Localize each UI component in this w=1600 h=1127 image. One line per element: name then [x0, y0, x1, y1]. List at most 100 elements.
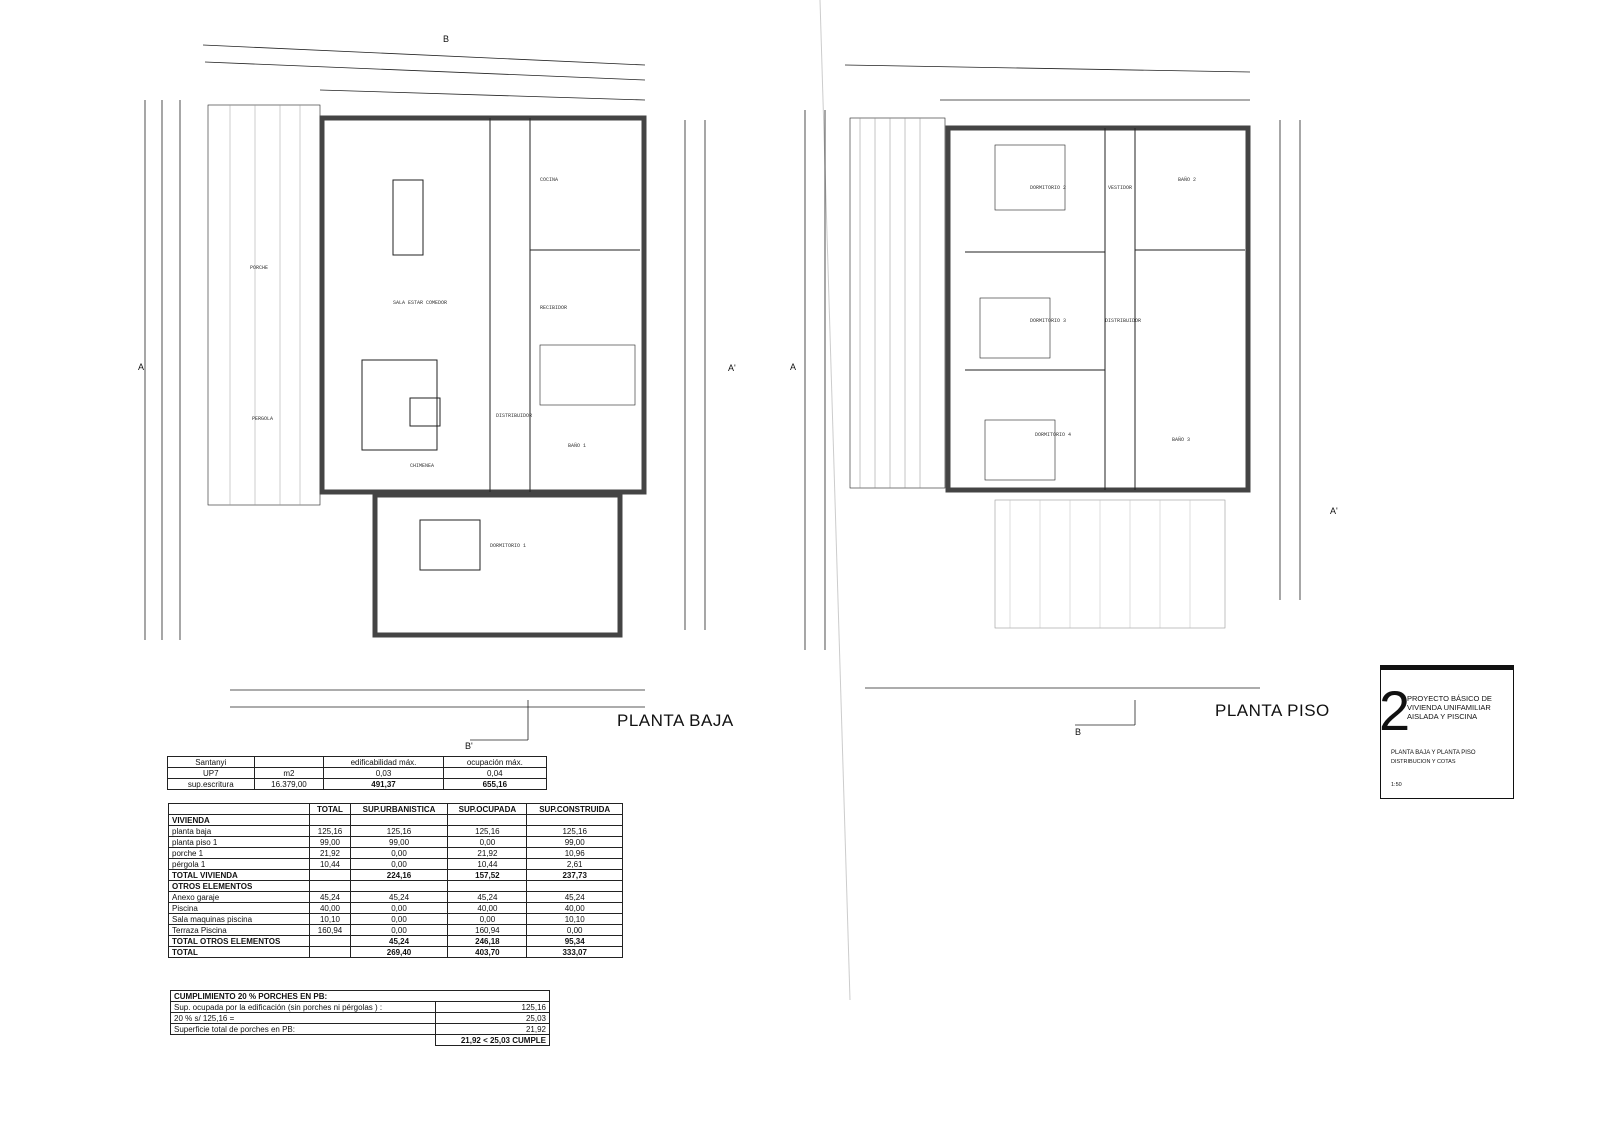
table-cell: 99,00 [526, 836, 623, 848]
table-cell: 0,00 [526, 924, 623, 936]
table-cell: 45,24 [349, 935, 449, 947]
room-label: DISTRIBUIDOR [1105, 318, 1142, 324]
table-cell: 125,16 [526, 825, 623, 837]
table-cell: 40,00 [309, 902, 351, 914]
table-cell [526, 880, 623, 892]
room-label: RECIBIDOR [540, 305, 568, 311]
room-label: DORMITORIO 2 [1030, 185, 1067, 191]
room-label: BAÑO 2 [1178, 177, 1197, 183]
room-label: DISTRIBUIDOR [496, 413, 533, 419]
column-header [167, 803, 311, 815]
table-row: Sup. ocupada por la edificación (sin por… [169, 1001, 550, 1013]
table-cell [309, 935, 351, 947]
room-label: BAÑO 3 [1172, 437, 1191, 443]
room-label: DORMITORIO 4 [1035, 432, 1072, 438]
table-cell: 10,10 [309, 913, 351, 925]
table-cell: 10,44 [447, 858, 528, 870]
table-cell: 0,00 [349, 924, 449, 936]
table-cell: 16.379,00 [253, 778, 325, 790]
table-cell: 403,70 [447, 946, 528, 958]
table-cell: TOTAL VIVIENDA [167, 869, 311, 881]
table-cell: 237,73 [526, 869, 623, 881]
table-cell: 21,92 [309, 847, 351, 859]
room-label: DORMITORIO 3 [1030, 318, 1067, 324]
table-cell: Sup. ocupada por la edificación (sin por… [169, 1001, 437, 1013]
table-cell [349, 880, 449, 892]
room-label: SALA ESTAR COMEDOR [393, 300, 448, 306]
column-header: TOTAL [309, 803, 351, 815]
table-cell: 0,00 [349, 913, 449, 925]
table-cell: 20 % s/ 125,16 = [169, 1012, 437, 1024]
table-cell: Anexo garaje [167, 891, 311, 903]
table-cell [309, 880, 351, 892]
room-label: CHIMENEA [410, 463, 435, 469]
porch-table-header: CUMPLIMIENTO 20 % PORCHES EN PB: [170, 990, 550, 1002]
room-label: BAÑO 1 [568, 443, 587, 449]
room-label: COCINA [540, 177, 559, 183]
table-cell: 10,44 [309, 858, 351, 870]
section-marker-b2: B' [465, 741, 473, 751]
table-cell: 0,03 [323, 767, 444, 779]
table-cell: Sala maquinas piscina [167, 913, 311, 925]
table-cell: 99,00 [309, 836, 351, 848]
table-cell: 0,00 [349, 847, 449, 859]
table-cell: planta piso 1 [167, 836, 311, 848]
table-cell: planta baja [167, 825, 311, 837]
table-cell: 10,96 [526, 847, 623, 859]
table-cell [526, 814, 623, 826]
column-header: SUP.OCUPADA [447, 803, 528, 815]
table-cell: 0,00 [349, 858, 449, 870]
section-marker-a2: A' [728, 363, 736, 373]
table-cell: porche 1 [167, 847, 311, 859]
table-cell: TOTAL OTROS ELEMENTOS [167, 935, 311, 947]
table-cell: Santanyi [167, 756, 255, 768]
table-cell: 125,16 [349, 825, 449, 837]
porch-compliance-table: CUMPLIMIENTO 20 % PORCHES EN PB:Sup. ocu… [169, 990, 550, 1046]
table-cell: 0,04 [442, 767, 548, 779]
table-cell: sup.escritura [167, 778, 255, 790]
table-cell: TOTAL [167, 946, 311, 958]
sheet-number: 2 [1379, 679, 1411, 742]
title-block: 2 PROYECTO BÁSICO DE VIVIENDA UNIFAMILIA… [1379, 665, 1514, 799]
ground-floor-title: PLANTA BAJA [617, 711, 734, 730]
column-header: SUP.URBANISTICA [349, 803, 449, 815]
table-cell: ocupación máx. [442, 756, 548, 768]
table-cell: UP7 [167, 767, 255, 779]
porch-compliance-result: 21,92 < 25,03 CUMPLE [435, 1034, 550, 1046]
column-header: SUP.CONSTRUIDA [526, 803, 623, 815]
table-cell [447, 880, 528, 892]
table-cell: 246,18 [447, 935, 528, 947]
table-cell: 10,10 [526, 913, 623, 925]
table-cell: 491,37 [323, 778, 444, 790]
room-label: PORCHE [250, 265, 269, 271]
table-cell: 40,00 [447, 902, 528, 914]
table-row: 20 % s/ 125,16 =25,03 [169, 1012, 550, 1024]
table-cell: 99,00 [349, 836, 449, 848]
section-marker-a: A [138, 362, 145, 372]
plan-name: PLANTA BAJA Y PLANTA PISO [1391, 750, 1476, 756]
room-label: DORMITORIO 1 [490, 543, 527, 549]
table-cell: 25,03 [435, 1012, 550, 1024]
table-cell: 40,00 [526, 902, 623, 914]
table-cell [447, 814, 528, 826]
table-cell: 2,61 [526, 858, 623, 870]
table-cell: 333,07 [526, 946, 623, 958]
table-cell: Piscina [167, 902, 311, 914]
table-cell: pérgola 1 [167, 858, 311, 870]
table-cell [309, 869, 351, 881]
room-label: VESTIDOR [1108, 185, 1133, 191]
table-row: Superficie total de porches en PB:21,92 [169, 1023, 550, 1035]
table-cell [309, 814, 351, 826]
table-cell: 0,00 [447, 836, 528, 848]
